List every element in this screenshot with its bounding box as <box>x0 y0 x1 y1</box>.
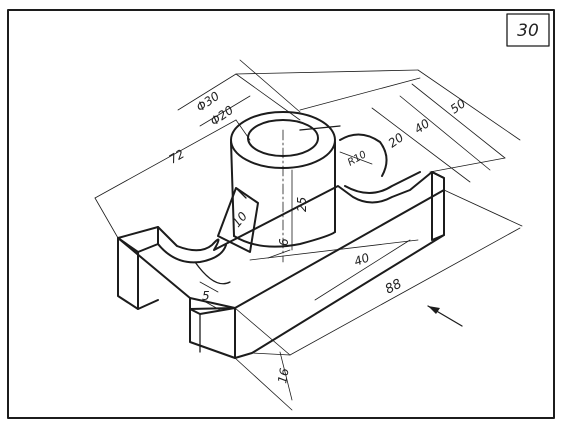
dim-40-top: 40 <box>412 116 433 136</box>
dimension-lines <box>94 59 523 411</box>
rib <box>217 187 259 253</box>
dim-6: 6 <box>277 238 291 246</box>
dim-40-bottom: 40 <box>352 250 371 269</box>
dim-25: 25 <box>295 197 309 212</box>
dim-20-top: 20 <box>386 130 407 150</box>
dim-72: 72 <box>167 147 187 167</box>
sheet-number: 30 <box>517 21 539 41</box>
outer-frame <box>7 9 555 419</box>
dim-16: 16 <box>275 367 292 385</box>
dim-r10: R10 <box>346 149 369 168</box>
cylinder-boss <box>230 111 336 263</box>
sheet-number-box: 30 <box>506 13 550 47</box>
dim-50: 50 <box>448 96 469 116</box>
dim-5: 5 <box>202 289 210 303</box>
dim-88: 88 <box>383 277 405 298</box>
